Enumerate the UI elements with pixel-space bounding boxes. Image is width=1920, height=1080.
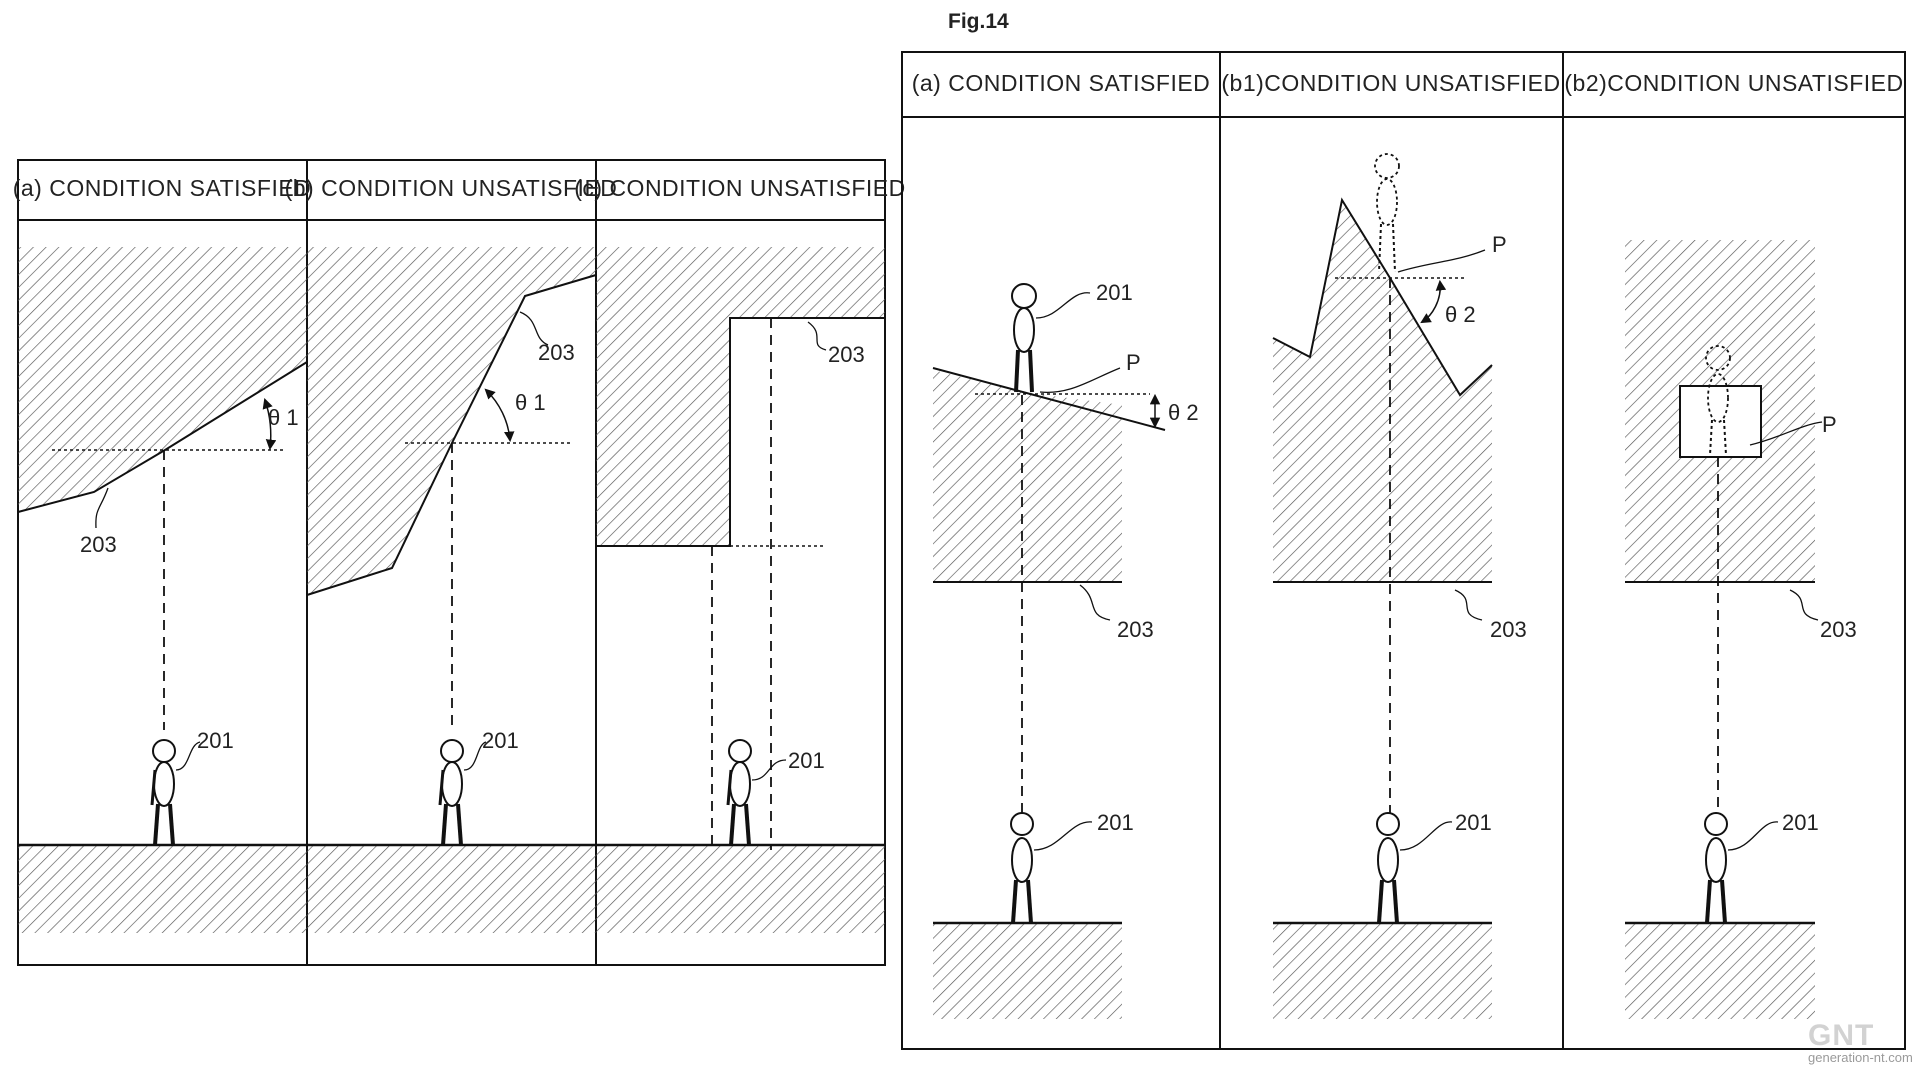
left-panel-b: θ 1 203 201 [306,247,597,846]
angle-arc [484,388,515,443]
point-label-p: P [1822,412,1837,437]
angle-label: θ 2 [1168,400,1199,425]
object-surface [933,370,1122,582]
ceiling-surface [307,247,596,595]
surface-ref-203: 203 [80,532,117,557]
right-panel-b1: θ 2 P 203 201 [1272,153,1527,1019]
left-panel-c-header: (c) CONDITION UNSATISFIED [574,175,906,201]
character-201 [150,739,176,846]
character-ref-201: 201 [1097,810,1134,835]
angle-arc [262,398,277,451]
character-ref-201: 201 [1455,810,1492,835]
character-ref-201: 201 [482,728,519,753]
right-panel-b1-header: (b1)CONDITION UNSATISFIED [1221,70,1560,96]
surface-ref-203: 203 [1490,617,1527,642]
point-label-p: P [1492,232,1507,257]
watermark-logo: GNT [1808,1019,1874,1052]
character-201 [1376,812,1400,924]
character-201 [1010,812,1034,924]
dotted-character-ghost [1705,345,1731,456]
right-panel-b2: P 203 201 [1625,240,1857,1019]
left-panel-b-header: (b) CONDITION UNSATISFIED [285,175,618,201]
ceiling-surface [596,247,885,546]
character-201 [438,739,464,846]
surface-ref-203: 203 [828,342,865,367]
surface-ref-203: 203 [1117,617,1154,642]
right-panel-a: θ 2 P 201 203 201 [932,280,1199,1019]
character-201 [1704,812,1728,924]
character-ref-201: 201 [197,728,234,753]
right-panel-a-header: (a) CONDITION SATISFIED [912,70,1211,96]
left-panel-a: θ 1 203 201 [17,247,308,846]
object-surface [1273,200,1492,582]
ceiling-surface [18,247,307,512]
left-ground [18,845,885,933]
left-figure: (a) CONDITION SATISFIED (b) CONDITION UN… [13,159,906,966]
watermark-site: generation-nt.com [1808,1050,1913,1065]
angle-label: θ 2 [1445,302,1476,327]
character-ref-201-upper: 201 [1096,280,1133,305]
left-figure-frame [17,159,886,966]
point-label-p: P [1126,350,1141,375]
character-ref-201: 201 [1782,810,1819,835]
left-panel-a-header: (a) CONDITION SATISFIED [13,175,312,201]
right-panel-b2-header: (b2)CONDITION UNSATISFIED [1564,70,1903,96]
character-201 [726,739,752,846]
character-201-on-surface [1011,283,1037,393]
character-ref-201: 201 [788,748,825,773]
right-figure-frame [901,51,1906,1050]
angle-label: θ 1 [268,405,299,430]
angle-label: θ 1 [515,390,546,415]
surface-ref-203: 203 [1820,617,1857,642]
dotted-character-ghost [1374,153,1400,273]
surface-ref-203: 203 [538,340,575,365]
right-figure: (a) CONDITION SATISFIED (b1)CONDITION UN… [901,51,1906,1050]
left-panel-c: 203 201 [596,247,885,850]
figure-label: Fig.14 [948,10,1009,33]
